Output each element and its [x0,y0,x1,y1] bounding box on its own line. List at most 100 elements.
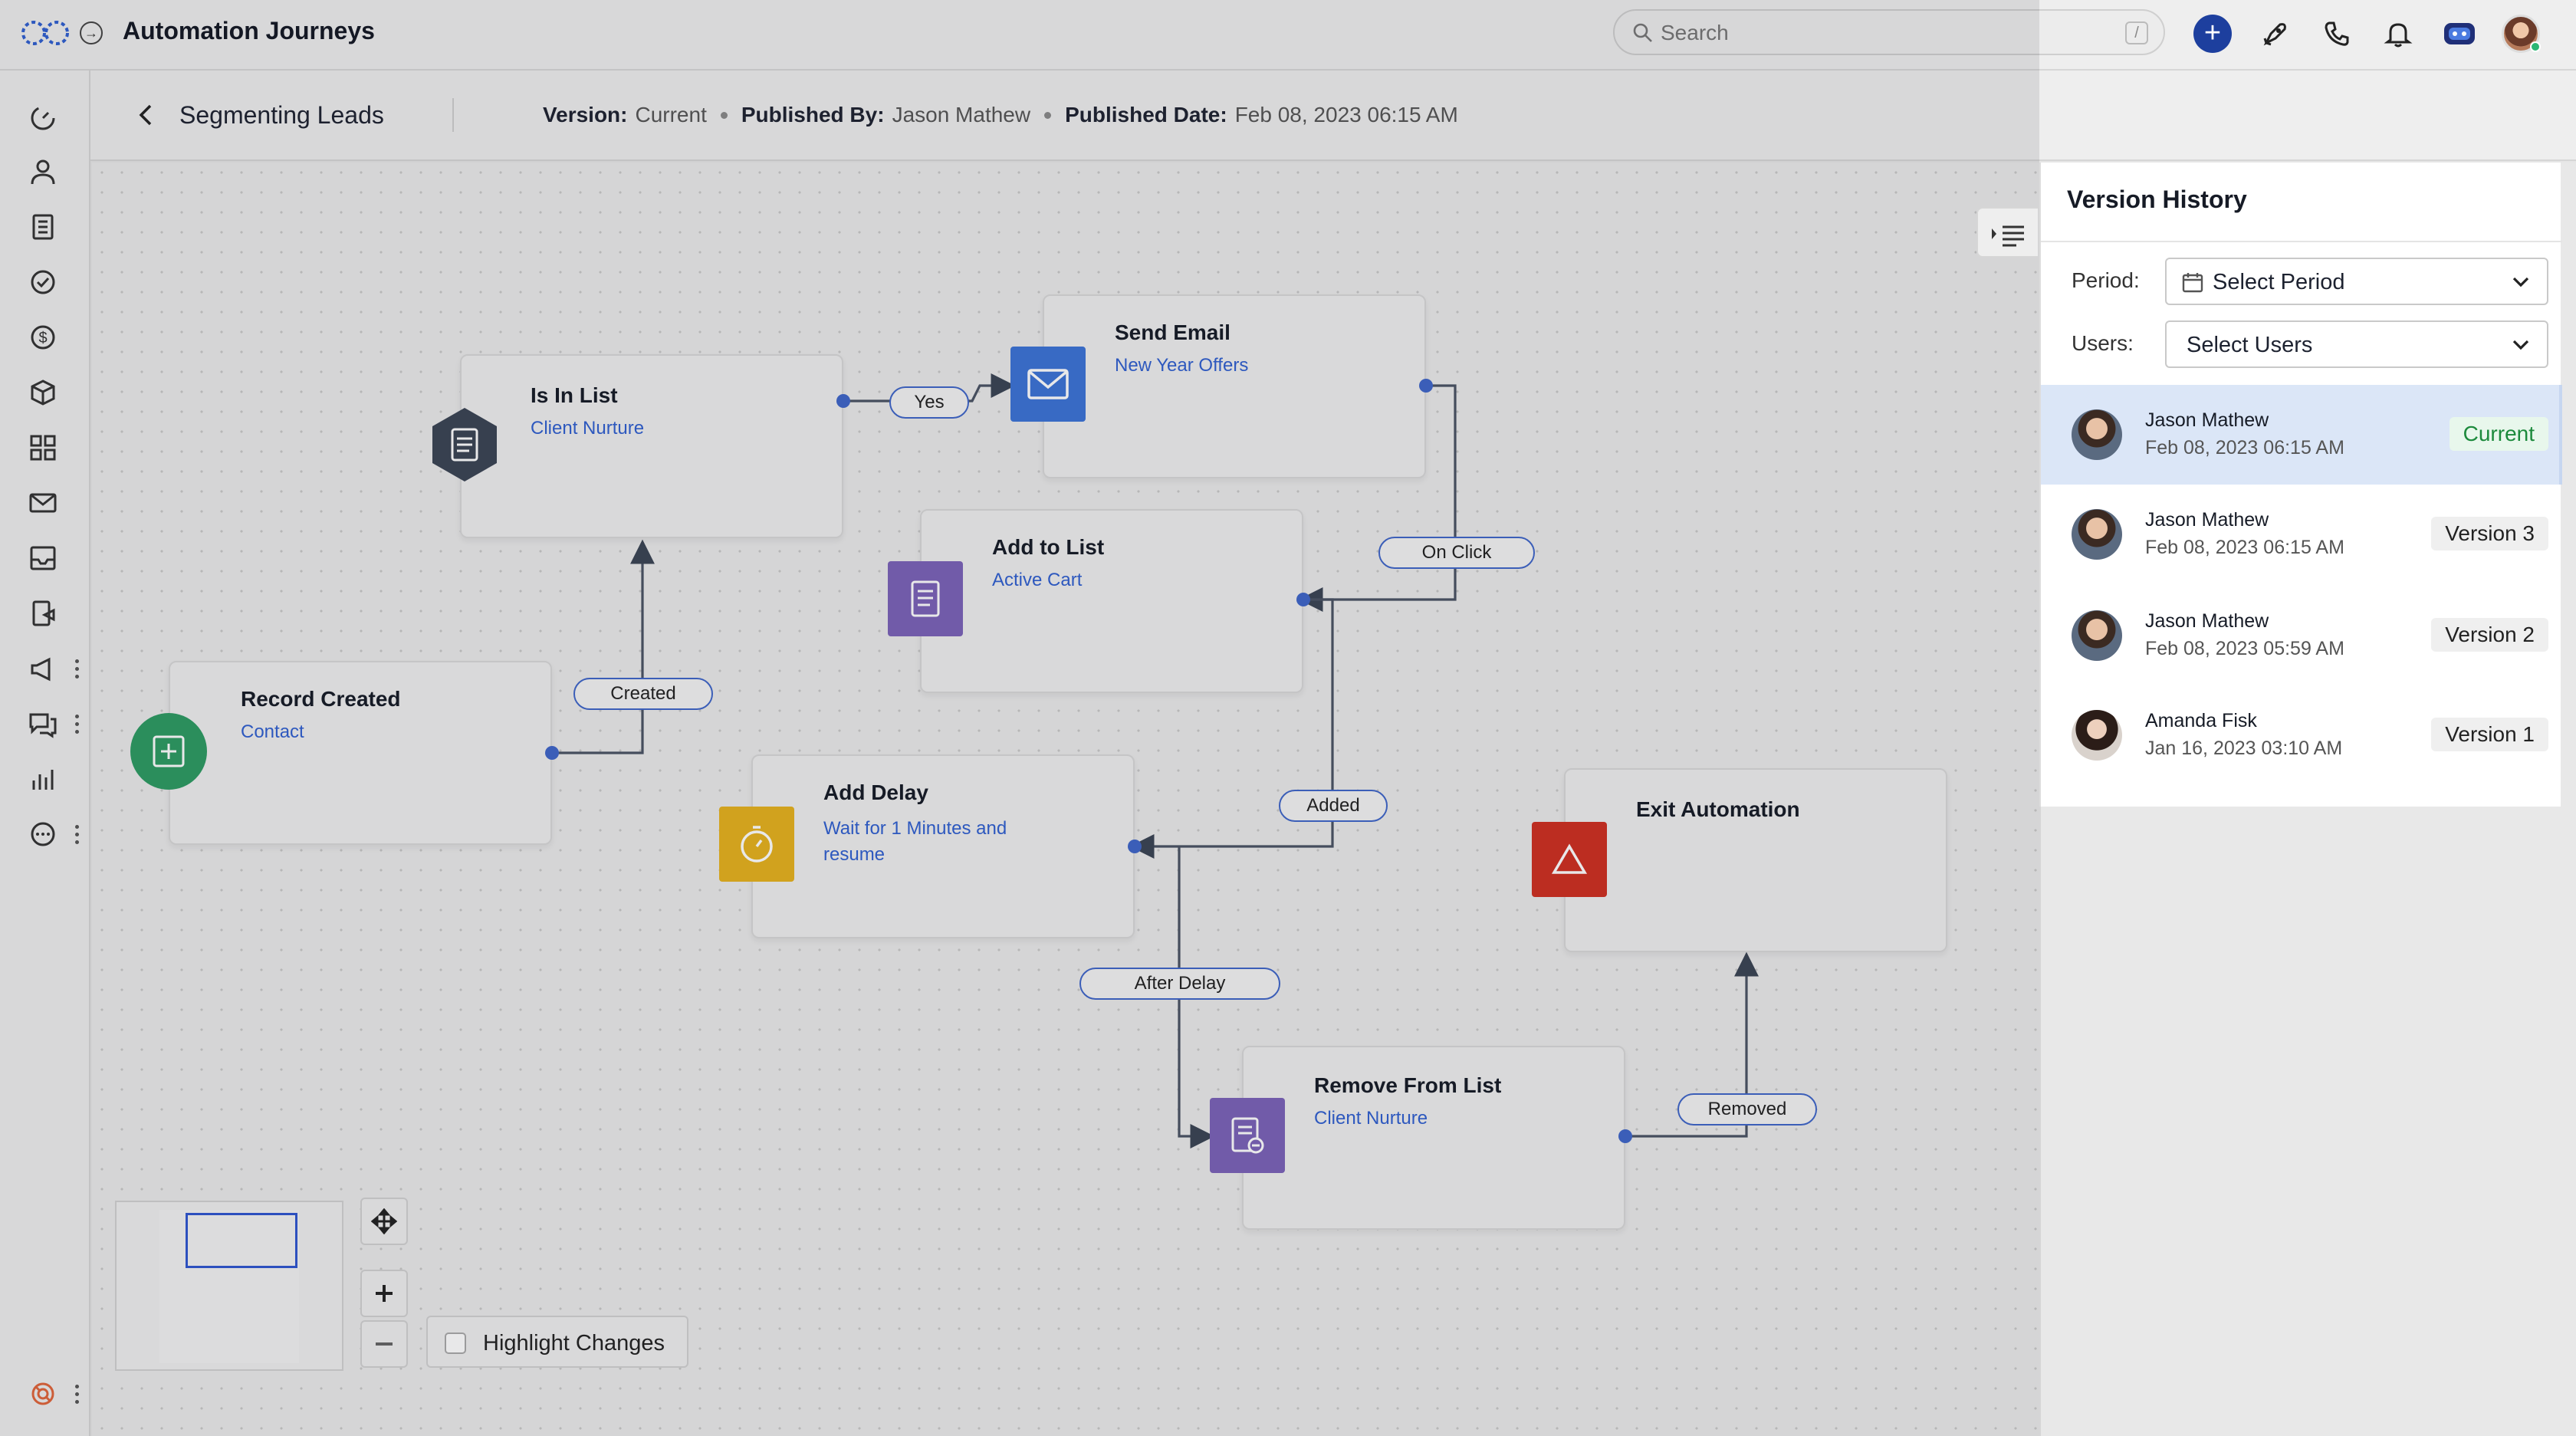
highlight-changes-toggle[interactable]: Highlight Changes [426,1316,688,1368]
node-remove-from-list[interactable]: Remove From List Client Nurture [1242,1046,1625,1230]
node-is-in-list[interactable]: Is In List Client Nurture [460,354,843,538]
app-title: Automation Journeys [123,17,375,44]
connector-port[interactable] [836,394,850,408]
edge-label-after-delay[interactable]: After Delay [1079,968,1280,1000]
chat-icon[interactable] [26,707,60,741]
node-subtitle[interactable]: Client Nurture [531,418,645,439]
panel-toggle-button[interactable] [1976,207,2038,258]
users-label: Users: [2072,331,2134,355]
connector-port[interactable] [545,746,559,760]
version-date: Feb 08, 2023 06:15 AM [2145,537,2344,558]
campaigns-icon[interactable] [26,652,60,685]
apps-icon[interactable] [26,431,60,465]
published-date-label: Published Date: [1065,103,1227,127]
node-title: Remove From List [1314,1073,1502,1097]
dashboard-icon[interactable] [26,100,60,133]
published-by-value: Jason Mathew [892,103,1031,127]
more-options-icon[interactable] [71,708,83,739]
node-title: Add to List [992,535,1105,559]
minimap[interactable] [115,1201,343,1371]
version-row[interactable]: Jason Mathew Feb 08, 2023 05:59 AM Versi… [2041,586,2562,685]
users-select[interactable]: Select Users [2165,320,2548,368]
edge-label-on-click[interactable]: On Click [1378,537,1535,569]
more-options-icon[interactable] [71,653,83,684]
search-input[interactable] [1661,18,2090,48]
create-button[interactable]: + [2193,14,2233,54]
header-divider [452,98,454,132]
search-shortcut: / [2125,21,2148,44]
highlight-changes-checkbox[interactable] [445,1332,466,1354]
edge-label-yes[interactable]: Yes [889,386,969,419]
version-user: Jason Mathew [2145,409,2269,431]
version-badge: Version 3 [2431,517,2548,550]
edge-label-created[interactable]: Created [573,678,713,710]
version-history-title: Version History [2067,186,2247,213]
node-subtitle[interactable]: Client Nurture [1314,1108,1428,1129]
top-bar: → Automation Journeys / + [0,0,2576,71]
node-add-delay[interactable]: Add Delay Wait for 1 Minutes and resume [751,754,1135,938]
version-history-panel: Version History Period: Select Period Us… [2039,163,2562,807]
node-subtitle[interactable]: Wait for 1 Minutes and resume [823,818,1007,865]
list-add-icon [888,561,963,636]
node-title: Is In List [531,383,618,407]
contacts-icon[interactable] [26,155,60,189]
avatar [2072,509,2122,560]
record-add-icon [130,713,207,790]
journey-meta: Version: Current Published By: Jason Mat… [543,103,1458,127]
reports-icon[interactable] [26,762,60,796]
version-label: Version: [543,103,628,127]
node-subtitle[interactable]: New Year Offers [1115,355,1249,376]
freddy-ai-icon[interactable] [2440,14,2479,54]
phone-icon[interactable] [2317,14,2357,54]
products-icon[interactable] [26,376,60,409]
list-check-icon [426,406,503,483]
tasks-icon[interactable] [26,265,60,299]
more-options-icon[interactable] [71,819,83,849]
zoom-out-button[interactable] [360,1320,408,1368]
version-row[interactable]: Jason Mathew Feb 08, 2023 06:15 AM Versi… [2041,485,2562,584]
node-subtitle[interactable]: Active Cart [992,570,1083,590]
rocket-icon[interactable] [2256,14,2295,54]
node-add-to-list[interactable]: Add to List Active Cart [920,509,1303,693]
node-record-created[interactable]: Record Created Contact [169,661,552,845]
node-title: Record Created [241,687,401,711]
connector-port[interactable] [1618,1129,1632,1143]
deals-icon[interactable]: $ [26,320,60,354]
zoom-in-button[interactable] [360,1270,408,1317]
node-subtitle[interactable]: Contact [241,721,304,742]
app-logo-icon[interactable] [20,17,71,49]
version-row[interactable]: Jason Mathew Feb 08, 2023 06:15 AM Curre… [2041,385,2562,485]
minus-icon [376,1342,393,1346]
users-select-value: Select Users [2187,333,2313,357]
period-select[interactable]: Select Period [2165,258,2548,305]
bell-icon[interactable] [2378,14,2418,54]
edge-label-added[interactable]: Added [1279,790,1388,822]
forms-icon[interactable] [26,596,60,630]
user-avatar[interactable] [2501,14,2541,54]
version-date: Jan 16, 2023 03:10 AM [2145,738,2343,759]
accounts-icon[interactable] [26,210,60,244]
search-icon [1633,23,1652,42]
plus-icon [376,1285,393,1302]
more-icon[interactable] [26,817,60,851]
connector-port[interactable] [1419,379,1433,393]
node-exit-automation[interactable]: Exit Automation [1564,768,1947,952]
connector-port[interactable] [1128,840,1142,853]
help-icon[interactable] [26,1377,60,1411]
version-user: Jason Mathew [2145,509,2269,531]
back-arrow-icon[interactable] [135,101,158,129]
minimap-viewport[interactable] [186,1213,297,1268]
more-options-icon[interactable] [71,1378,83,1409]
inbox-icon[interactable] [26,541,60,575]
journey-header: Segmenting Leads Version: Current Publis… [90,71,2576,161]
expand-sidebar-icon[interactable]: → [80,21,103,44]
pan-icon[interactable] [360,1198,408,1245]
edge-label-removed[interactable]: Removed [1677,1093,1817,1125]
version-row[interactable]: Amanda Fisk Jan 16, 2023 03:10 AM Versio… [2041,685,2562,785]
connector-port[interactable] [1296,593,1310,606]
selected-indicator [2559,385,2562,485]
email-icon[interactable] [26,486,60,520]
node-send-email[interactable]: Send Email New Year Offers [1043,294,1426,478]
search-box[interactable]: / [1613,9,2165,55]
chevron-down-icon [2512,340,2529,350]
